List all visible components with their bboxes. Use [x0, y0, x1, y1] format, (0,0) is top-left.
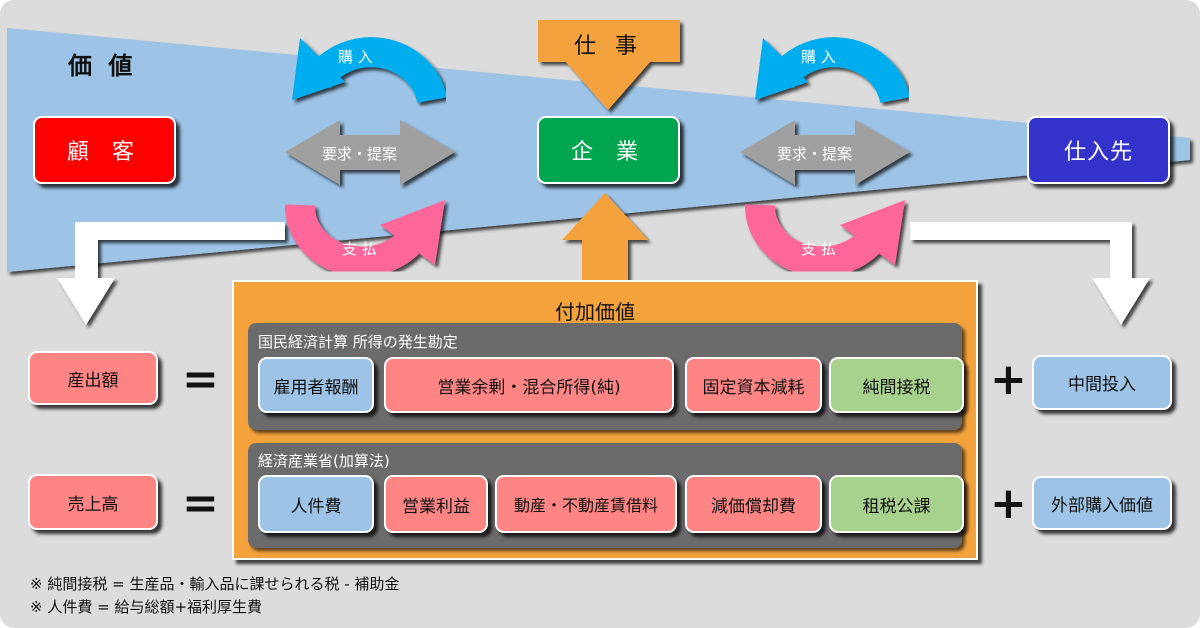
sna-item: 雇用者報酬 — [258, 357, 374, 413]
value-label: 価 値 — [68, 52, 137, 80]
purchase-arrow-left — [292, 37, 447, 104]
footnote: ※ 純間接税 = 生産品・輸入品に課せられる税 - 補助金 — [30, 575, 400, 593]
meti-item: 減価償却費 — [685, 475, 822, 533]
payment-arrow-right — [745, 200, 905, 277]
meti-item: 人件費 — [258, 475, 374, 533]
meti-item: 営業利益 — [384, 475, 488, 533]
plus-sign: + — [990, 478, 1027, 529]
work-label: 仕 事 — [574, 34, 643, 59]
output-box: 産出額 — [28, 351, 158, 405]
equals-sign: = — [182, 354, 219, 405]
company-box: 企 業 — [537, 116, 680, 184]
plus-sign: + — [990, 354, 1027, 405]
work-arrow — [538, 20, 680, 110]
purchase-arrow-right — [755, 37, 910, 104]
sales-box: 売上高 — [28, 474, 158, 530]
added-value-title: 付加価値 — [555, 300, 635, 324]
right-output-arrow — [910, 222, 1150, 325]
payment-arrow-left — [285, 200, 445, 277]
request-label-left: 要求・提案 — [322, 145, 398, 163]
meti-label: 経済産業省(加算法) — [258, 452, 390, 470]
added-value-arrow — [562, 193, 648, 282]
request-arrow-right — [740, 120, 910, 185]
meti-item: 租税公課 — [829, 475, 964, 533]
purchase-label-right: 購 入 — [801, 48, 836, 66]
intermediate-input-box: 中間投入 — [1032, 355, 1172, 410]
footnote: ※ 人件費 = 給与総額+福利厚生費 — [30, 598, 263, 616]
equals-sign: = — [182, 478, 219, 529]
sna-item: 固定資本減耗 — [685, 357, 822, 413]
supplier-box: 仕入先 — [1027, 116, 1170, 184]
left-output-arrow — [57, 222, 285, 325]
customer-box: 顧 客 — [33, 116, 176, 184]
purchase-label-left: 購 入 — [338, 48, 373, 66]
sna-item: 営業余剰・混合所得(純) — [384, 357, 674, 413]
payment-label-right: 支 払 — [801, 240, 836, 258]
sna-label: 国民経済計算 所得の発生勘定 — [258, 333, 458, 351]
payment-label-left: 支 払 — [342, 240, 377, 258]
sna-item: 純間接税 — [829, 357, 964, 413]
request-arrow-left — [285, 120, 455, 185]
request-label-right: 要求・提案 — [777, 145, 853, 163]
meti-item: 動産・不動産賃借料 — [495, 475, 677, 533]
external-purchase-box: 外部購入価値 — [1032, 476, 1172, 530]
